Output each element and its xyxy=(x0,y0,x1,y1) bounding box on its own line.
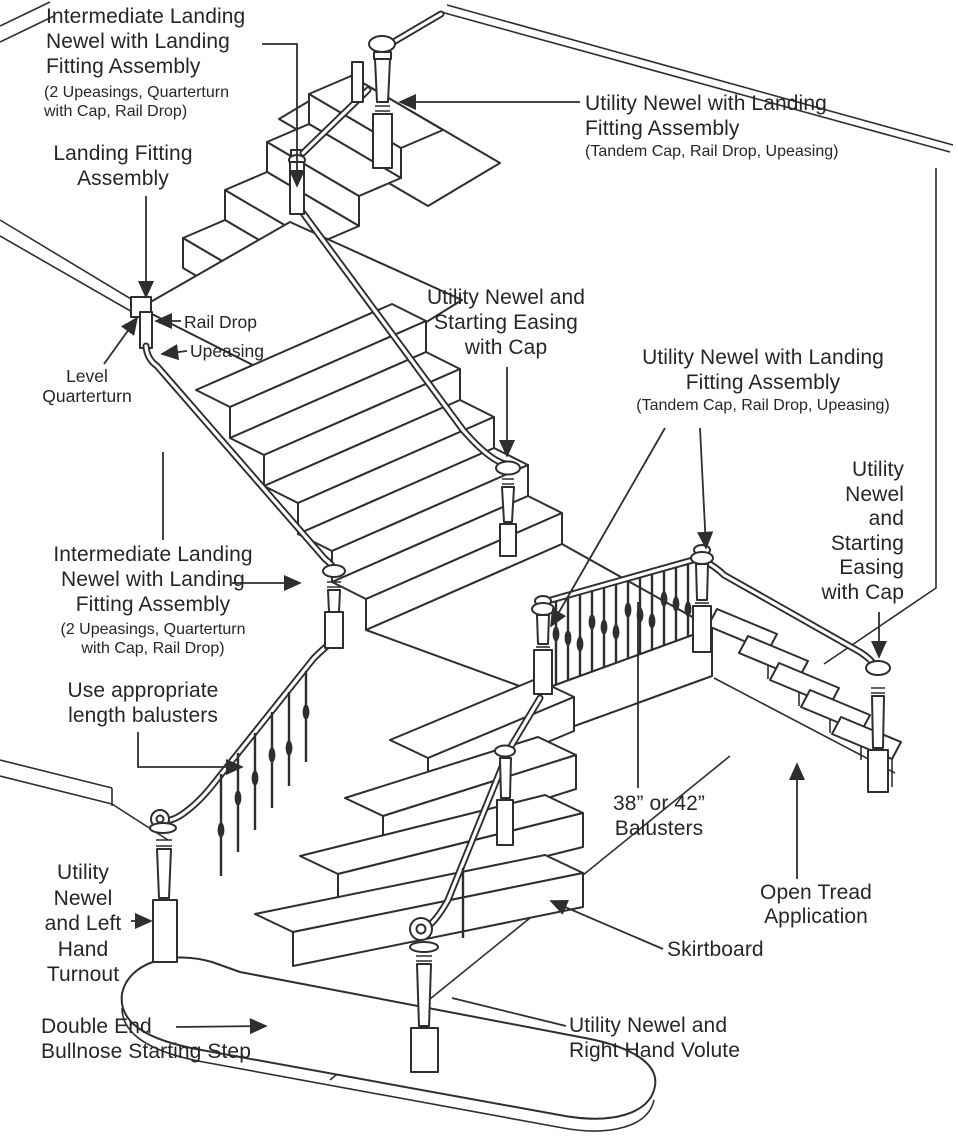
label-utility-newel-right-volute: Utility Newel and Right Hand Volute xyxy=(569,1014,740,1062)
newel-balcony-left xyxy=(531,595,555,695)
leader-use-balusters xyxy=(137,732,244,776)
label-utility-newel-starting-easing-mid: Utility Newel and Starting Easing with C… xyxy=(426,286,586,359)
upper-balcony-rail xyxy=(440,4,954,153)
leader-lines xyxy=(103,43,888,1035)
newel-balcony-right xyxy=(690,544,714,653)
label-utility-newel-landing-top-sub: (Tandem Cap, Rail Drop, Upeasing) xyxy=(585,143,839,160)
newel-bottom-flight-right xyxy=(494,744,516,846)
label-landing-fitting-assembly: Landing Fitting Assembly xyxy=(53,142,193,190)
label-use-appropriate-balusters: Use appropriate length balusters xyxy=(67,679,219,727)
label-utility-newel-left-turnout: Utility Newel and Left Hand Turnout xyxy=(44,861,122,986)
label-utility-newel-landing-top: Utility Newel with Landing Fitting Assem… xyxy=(585,92,827,140)
leader-utility-landing-mid-a xyxy=(550,427,666,628)
lower-flight-balusters xyxy=(217,671,465,938)
newel-intermediate-lower xyxy=(322,564,346,649)
label-double-end-bullnose: Double End Bullnose Starting Step xyxy=(41,1015,251,1063)
newel-open-tread-starting xyxy=(865,660,891,793)
label-level-quarterturn: Level Quarterturn xyxy=(42,366,132,406)
leader-upeasing xyxy=(160,344,188,361)
leader-level-quarterturn xyxy=(103,316,139,365)
newel-top-secondary xyxy=(351,61,364,103)
label-utility-newel-starting-easing-right: Utility Newel and Starting Easing with C… xyxy=(821,458,904,604)
label-baluster-size: 38” or 42” Balusters xyxy=(612,792,706,840)
newel-right-volute xyxy=(409,941,439,1073)
label-utility-newel-landing-mid-sub: (Tandem Cap, Rail Drop, Upeasing) xyxy=(636,397,890,414)
label-intermediate-landing-newel-top-sub: (2 Upeasings, Quarterturn with Cap, Rail… xyxy=(44,84,229,120)
leader-skirtboard xyxy=(549,899,664,950)
label-intermediate-landing-newel-left-sub: (2 Upeasings, Quarterturn with Cap, Rail… xyxy=(60,621,246,657)
leader-double-end xyxy=(175,1018,268,1035)
leader-utility-volute xyxy=(451,997,567,1027)
newels xyxy=(149,35,891,1073)
balcony-balusters xyxy=(552,563,692,685)
wall-rail-upper xyxy=(0,219,135,314)
bullnose-starting-step xyxy=(120,956,657,1132)
label-upeasing: Upeasing xyxy=(190,341,264,361)
label-skirtboard: Skirtboard xyxy=(667,938,764,961)
label-rail-drop: Rail Drop xyxy=(184,312,257,332)
leader-utility-landing-mid-b xyxy=(697,427,714,550)
label-open-tread-application: Open Tread Application xyxy=(760,881,872,928)
label-intermediate-landing-newel-top: Intermediate Landing Newel with Landing … xyxy=(46,5,246,78)
newel-left-turnout xyxy=(149,822,178,963)
newel-mid-starting xyxy=(495,460,521,557)
leader-intermediate-top xyxy=(262,43,306,188)
newel-top-utility xyxy=(368,35,396,169)
label-utility-newel-landing-mid: Utility Newel with Landing Fitting Assem… xyxy=(642,346,884,394)
label-intermediate-landing-newel-left: Intermediate Landing Newel with Landing … xyxy=(53,543,253,616)
